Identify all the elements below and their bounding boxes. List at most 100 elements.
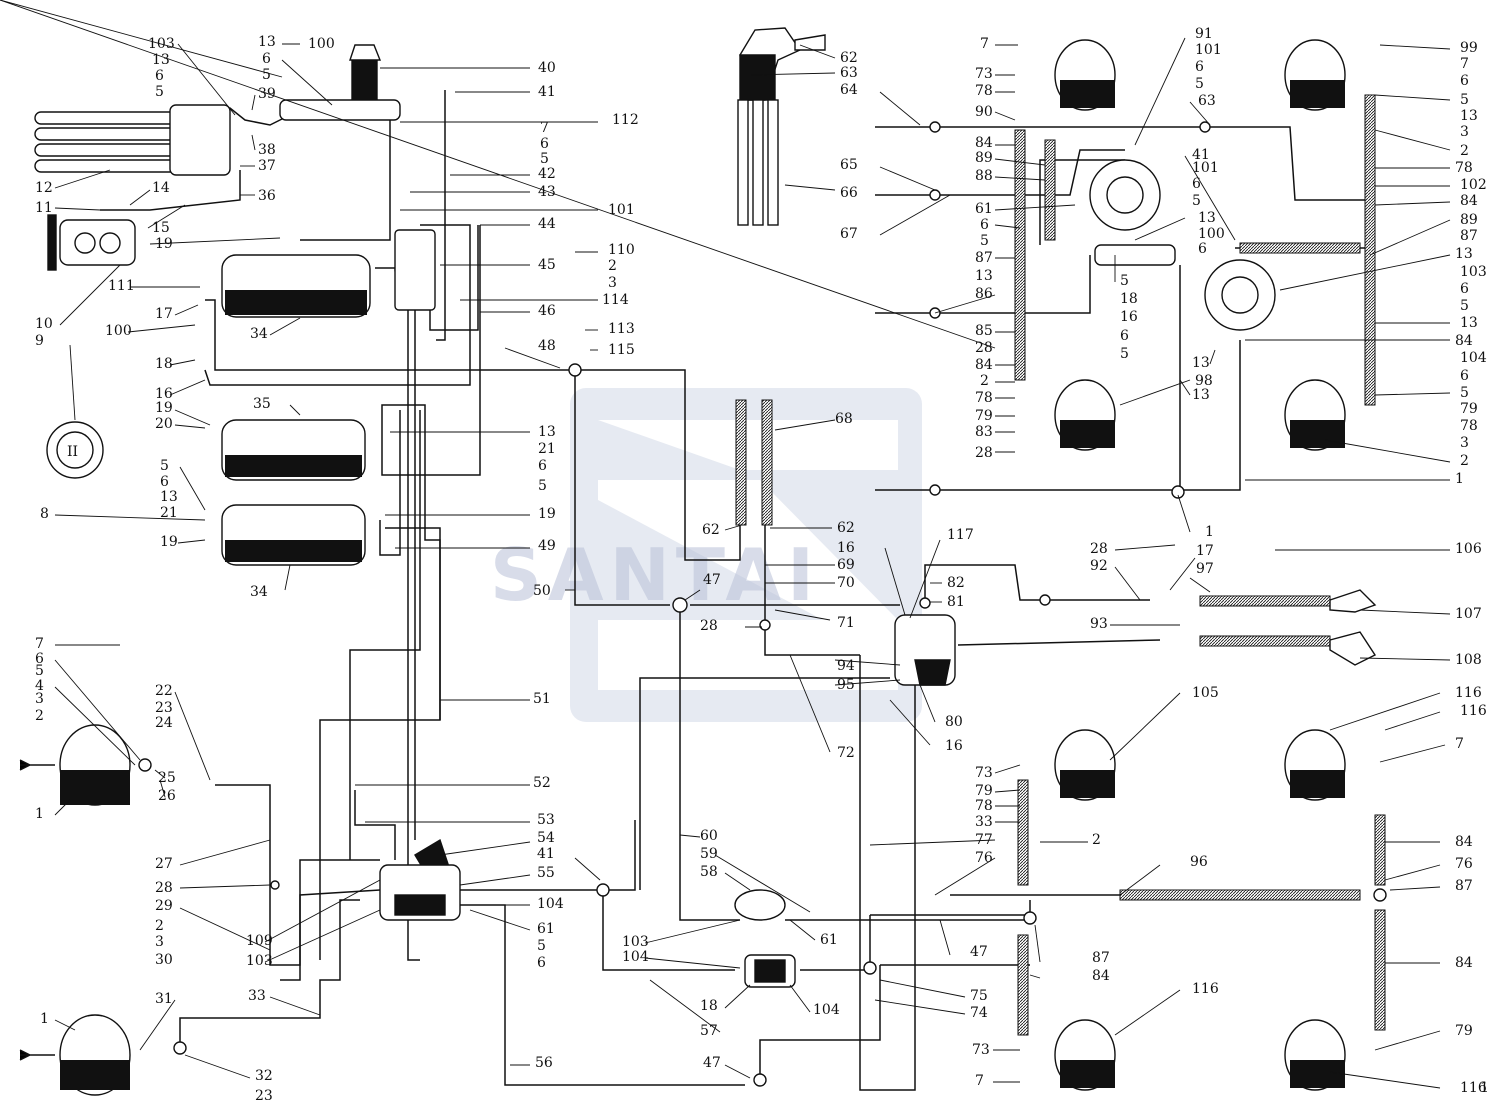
part-label: 73	[975, 765, 993, 781]
part-label: 11	[35, 200, 53, 216]
part-label: 47	[970, 944, 988, 960]
part-label: 52	[533, 775, 551, 791]
part-label: 78	[975, 390, 993, 406]
part-label: 5	[1195, 76, 1204, 92]
part-label: 106	[1455, 541, 1482, 557]
part-label: 13	[1198, 210, 1216, 226]
leader-line	[834, 679, 901, 686]
leader-line	[994, 111, 1016, 121]
leader-line	[1374, 1030, 1441, 1051]
part-label: 79	[1455, 1023, 1473, 1039]
part-label: 5	[160, 458, 169, 474]
part-label: 93	[1090, 616, 1108, 632]
svg-text:II: II	[67, 444, 78, 460]
part-label: 76	[1455, 856, 1473, 872]
leader-line	[177, 539, 206, 544]
part-label: 41	[538, 84, 556, 100]
part-label: 2	[1092, 832, 1101, 848]
part-label: 71	[837, 615, 855, 631]
part-label: 80	[945, 714, 963, 730]
leader-line	[994, 789, 1021, 793]
part-label: 3	[35, 691, 44, 707]
part-label: 78	[975, 83, 993, 99]
leader-line	[724, 872, 751, 891]
leader-line	[994, 176, 1046, 181]
leader-line	[1374, 392, 1451, 396]
part-label: 7	[1455, 736, 1464, 752]
part-label: 42	[538, 166, 556, 182]
part-label: 116	[1455, 685, 1482, 701]
part-label: 28	[975, 340, 993, 356]
part-label: 63	[840, 65, 858, 81]
leader-line	[1329, 1071, 1441, 1089]
part-label: 6	[538, 458, 547, 474]
part-label: 28	[1090, 541, 1108, 557]
part-label: 13	[975, 268, 993, 284]
part-label: 84	[1455, 333, 1473, 349]
part-label: 90	[975, 104, 993, 120]
part-label: 6	[540, 136, 549, 152]
part-label: 79	[1460, 401, 1478, 417]
part-label: 27	[155, 856, 173, 872]
part-label: 7	[980, 36, 989, 52]
leader-line	[154, 769, 166, 779]
leader-line	[879, 194, 951, 236]
leader-line	[724, 524, 743, 531]
part-label: 5	[262, 67, 271, 83]
leader-line	[879, 91, 921, 126]
leader-line	[879, 166, 936, 191]
leader-line	[1114, 544, 1176, 551]
leader-line	[909, 539, 941, 619]
part-label: 2	[155, 918, 164, 934]
brake-chamber-lower-right	[1284, 729, 1346, 801]
hand-brake-valve	[735, 27, 826, 526]
part-label: 111	[108, 278, 135, 294]
leader-line	[504, 347, 561, 369]
part-label: 6	[1460, 281, 1469, 297]
leader-line	[789, 654, 831, 753]
part-label: 31	[155, 991, 173, 1007]
leader-line	[1119, 379, 1191, 406]
part-label: 37	[258, 158, 276, 174]
leader-line	[54, 169, 111, 189]
leader-line	[147, 204, 186, 229]
part-label: 73	[972, 1042, 990, 1058]
part-label: 6	[1460, 368, 1469, 384]
part-label: 62	[837, 520, 855, 536]
part-label: 79	[975, 783, 993, 799]
part-label: 5	[538, 478, 547, 494]
part-label: 87	[1455, 878, 1473, 894]
leader-line	[54, 799, 71, 816]
leader-line	[714, 854, 811, 913]
part-label: 18	[700, 998, 718, 1014]
part-label: 103	[622, 934, 649, 950]
leader-line	[1379, 44, 1451, 50]
part-label: 79	[975, 408, 993, 424]
leader-line	[1374, 201, 1451, 206]
leader-line	[0, 0, 283, 78]
part-label: 91	[1195, 26, 1213, 42]
part-label: 13	[538, 424, 556, 440]
part-label: 114	[602, 292, 629, 308]
part-label: 103	[148, 36, 175, 52]
part-label: 103	[1460, 264, 1487, 280]
part-label: 7	[35, 636, 44, 652]
part-label: 16	[155, 386, 173, 402]
leader-line	[789, 919, 816, 941]
part-label: 19	[155, 400, 173, 416]
part-label: 3	[1460, 435, 1469, 451]
part-label: 21	[538, 441, 556, 457]
part-label: 13	[1192, 355, 1210, 371]
part-label: 81	[947, 594, 965, 610]
leader-line	[994, 224, 1021, 229]
leader-line	[1324, 439, 1451, 463]
part-label: 28	[975, 445, 993, 461]
part-label: 6	[160, 474, 169, 490]
leader-line	[994, 158, 1046, 166]
leader-line	[0, 0, 996, 349]
part-label: 87	[1092, 950, 1110, 966]
part-label: 30	[155, 952, 173, 968]
leader-line	[69, 344, 76, 421]
part-label: 84	[975, 357, 993, 373]
